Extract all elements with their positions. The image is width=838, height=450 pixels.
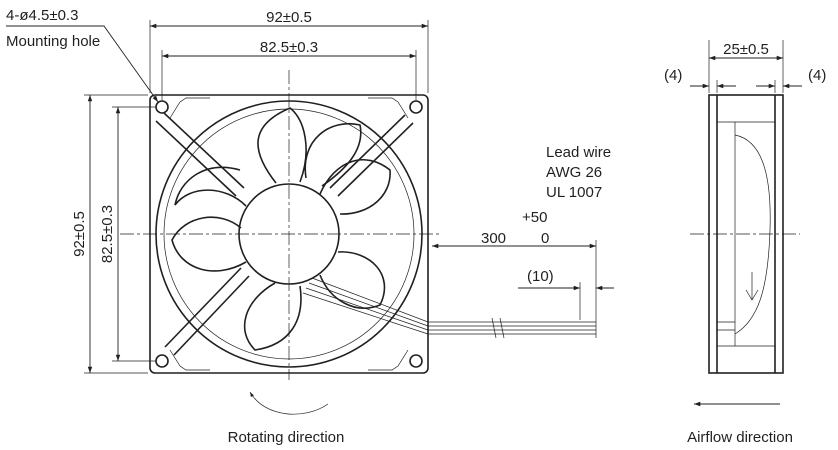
lead-length-tol-minus: 0 — [541, 230, 549, 247]
top-dimensions — [149, 20, 429, 100]
rotation-direction-label: Rotating direction — [228, 429, 345, 446]
lead-wire-gauge: AWG 26 — [546, 164, 602, 181]
lead-wire-standard: UL 1007 — [546, 184, 602, 201]
strip-length-label: (10) — [527, 268, 554, 285]
lead-wire-bundle — [302, 277, 596, 339]
side-depth-label: 25±0.5 — [723, 41, 769, 58]
fan-side-view — [690, 40, 802, 374]
rotation-arrow — [249, 391, 329, 415]
mounting-hole-note: Mounting hole — [6, 33, 100, 50]
fan-front-view — [120, 70, 596, 380]
left-dimensions — [84, 94, 156, 374]
hole-callout-leader — [6, 25, 159, 103]
pitch-height-label: 82.5±0.3 — [99, 205, 116, 263]
pitch-width-label: 82.5±0.3 — [260, 39, 318, 56]
side-right-offset-label: (4) — [808, 67, 826, 84]
lead-length-tol-plus: +50 — [522, 209, 547, 226]
lead-wire-title: Lead wire — [546, 144, 611, 161]
fan-blades — [171, 107, 391, 351]
lead-length-dimension — [432, 240, 614, 338]
fan-struts — [155, 112, 414, 356]
overall-width-label: 92±0.5 — [266, 9, 312, 26]
mounting-hole-group — [155, 97, 423, 371]
lead-length-label: 300 — [481, 230, 506, 247]
airflow-direction-label: Airflow direction — [687, 429, 793, 446]
side-left-offset-label: (4) — [664, 67, 682, 84]
overall-height-label: 92±0.5 — [71, 211, 88, 257]
hole-callout-label: 4-ø4.5±0.3 — [6, 7, 78, 24]
